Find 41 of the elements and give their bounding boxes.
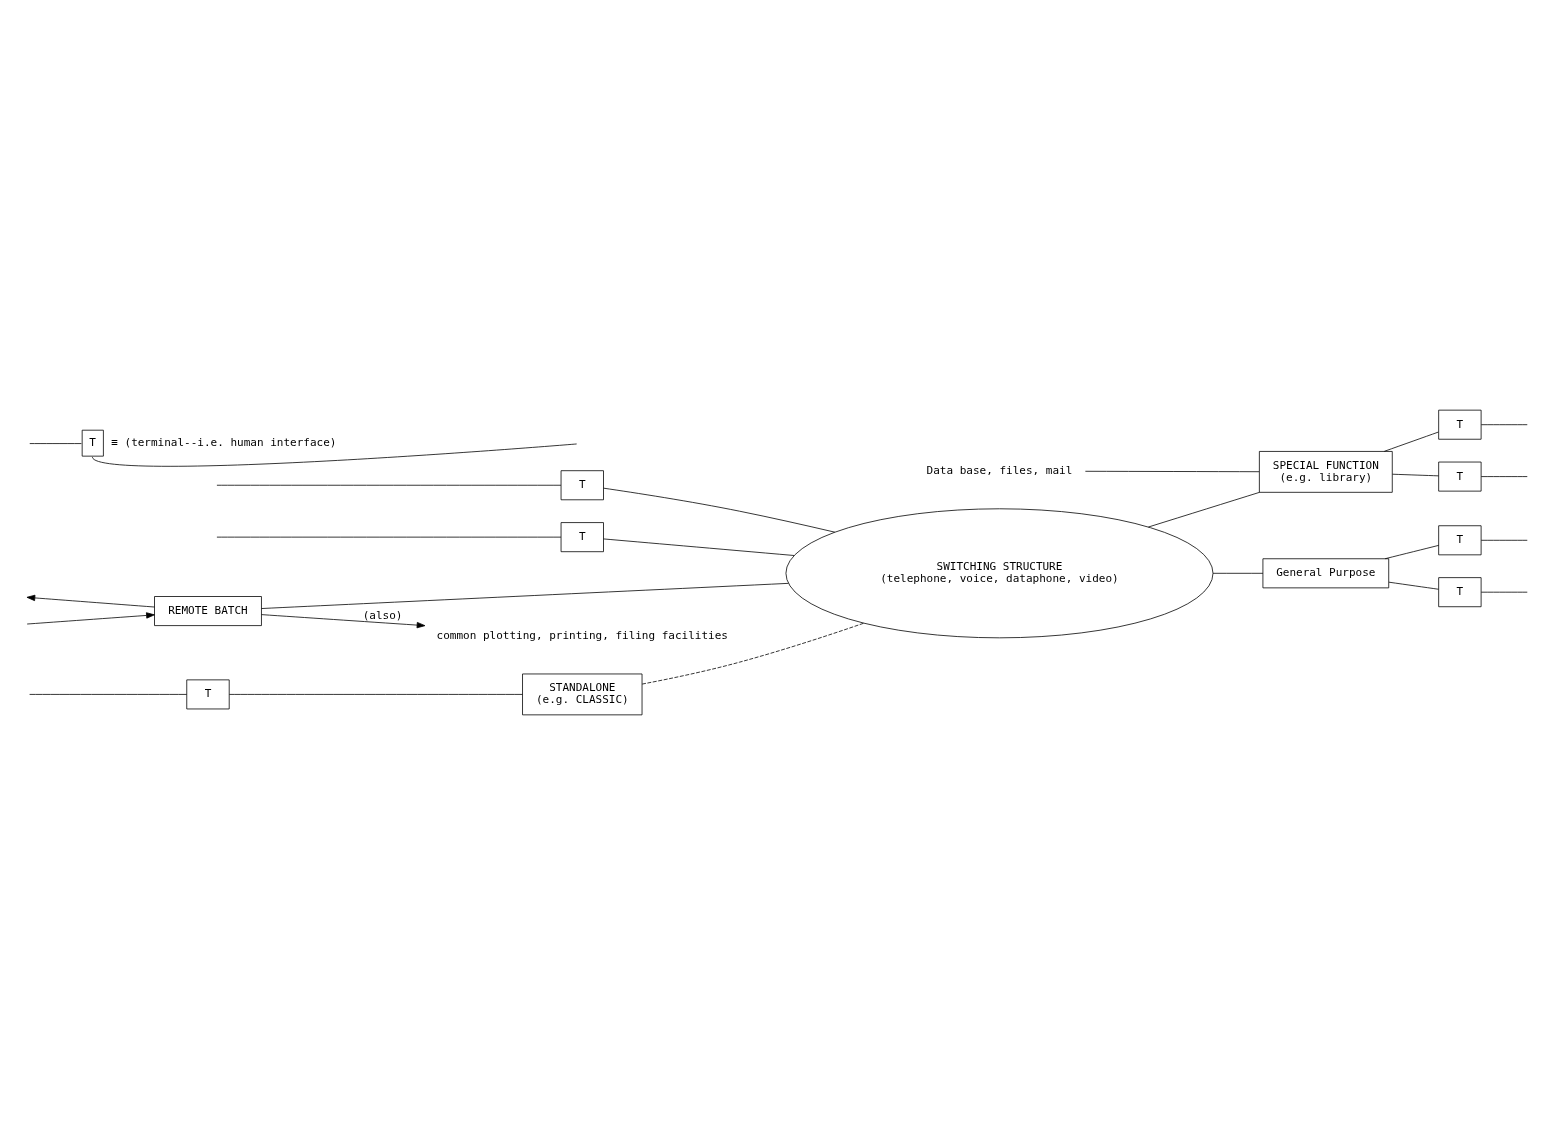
connector [1392,473,1439,476]
connector [1480,591,1528,593]
connector [216,536,562,538]
connector [1480,475,1528,477]
arrow [261,613,426,628]
connector [1480,423,1528,425]
node-box: REMOTE BATCH [154,595,262,626]
arrow [26,611,155,624]
node-box: SPECIAL FUNCTION (e.g. library) [1258,450,1393,493]
connector [29,693,188,695]
connector [1383,431,1439,452]
node-box: General Purpose [1262,557,1390,588]
node-box: T [1438,576,1482,607]
connector [603,538,795,556]
connector [1388,581,1439,590]
node-ellipse: SWITCHING STRUCTURE (telephone, voice, dataphone, video) [785,507,1214,638]
node-box: STANDALONE (e.g. CLASSIC) [522,673,643,715]
connector [92,443,578,467]
node-box: T [81,429,104,457]
connector [1084,470,1260,472]
connector [1148,491,1260,527]
connector [1212,572,1264,574]
node-text: Data base, files, mail [926,463,1073,477]
node-box: T [560,521,604,552]
node-box: T [560,469,604,500]
node-text: common plotting, printing, filing facilities [436,628,728,642]
node-box: T [1438,461,1482,492]
connector [603,487,836,533]
connector [29,442,82,444]
node-box: T [186,678,230,709]
node-label: ≡ (terminal--i.e. human interface) [111,435,337,449]
edge-label: (also) [362,608,403,622]
connector [641,622,865,684]
connector [216,484,562,486]
connector [1384,544,1440,559]
connector [228,693,523,695]
node-box: T [1438,524,1482,555]
node-box: T [1438,409,1482,440]
arrow [26,594,155,607]
connector [261,582,789,609]
connector [1480,539,1528,541]
